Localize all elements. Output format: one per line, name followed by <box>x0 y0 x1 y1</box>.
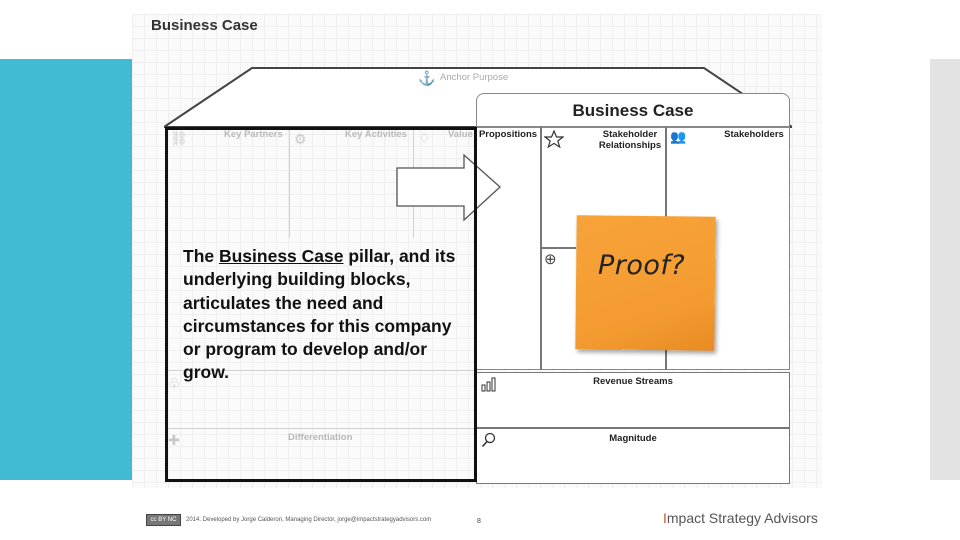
stakeholders-label: Stakeholders <box>724 129 784 140</box>
differentiation-label: Differentiation <box>288 432 353 443</box>
key-activities-icon: ⚙ <box>294 131 307 147</box>
value-gift-icon: ♢ <box>418 130 431 146</box>
key-partners-label: Key Partners <box>224 129 283 140</box>
slide-title: Business Case <box>151 17 258 34</box>
key-activities-label: Key Activities <box>345 129 407 140</box>
brand-logo-text: Impact Strategy Advisors <box>663 510 818 526</box>
revenue-streams-box <box>476 372 790 428</box>
business-case-header-rule <box>476 126 790 128</box>
pillar-text-part2: pillar, and its underlying building bloc… <box>183 246 456 383</box>
stakeholder-relationships-label: Stakeholder Relationships <box>580 129 680 151</box>
globe-icon: ⊕ <box>544 251 557 268</box>
star-icon <box>544 130 564 148</box>
grid-line-v1 <box>540 127 542 370</box>
business-case-title: Business Case <box>572 101 694 120</box>
anchor-purpose-label: Anchor Purpose <box>440 72 509 83</box>
grid-line-h1 <box>541 247 576 249</box>
people-icon: 👥 <box>670 129 687 144</box>
magnitude-box <box>476 428 790 484</box>
pillar-text-underlined: Business Case <box>218 246 344 266</box>
revenue-streams-label: Revenue Streams <box>593 376 673 387</box>
stakeholder-relationships-line2: Relationships <box>598 140 662 151</box>
magnifier-icon <box>481 432 496 448</box>
magnitude-label: Magnitude <box>609 433 657 444</box>
anchor-icon: ⚓ <box>418 70 436 86</box>
page-number: 8 <box>477 518 481 525</box>
value-label-prefix: Value <box>448 129 473 140</box>
right-accent-band <box>930 59 960 480</box>
sticky-note-text: Proof? <box>598 250 686 281</box>
value-propositions-label: Propositions <box>478 129 538 140</box>
brand-initial: I <box>663 510 667 526</box>
sticky-note <box>575 215 716 351</box>
left-accent-band <box>0 59 132 480</box>
stakeholder-relationships-line1: Stakeholder <box>602 129 658 140</box>
pillar-highlight-box <box>165 127 477 482</box>
footer-credit: 2014. Developed by Jorge Calderon, Manag… <box>186 517 432 523</box>
bar-chart-icon <box>481 377 496 392</box>
key-partners-icon: ⛓ <box>170 130 188 146</box>
cost-icon: ♧ <box>168 375 181 391</box>
pillar-text-part1: The <box>183 246 219 266</box>
differentiation-icon: ✚ <box>168 432 180 448</box>
pillar-description: The Business Case pillar, and its underl… <box>183 245 468 385</box>
brand-rest: mpact Strategy Advisors <box>666 510 818 526</box>
cc-license-badge: cc BY NC SA <box>146 514 181 533</box>
